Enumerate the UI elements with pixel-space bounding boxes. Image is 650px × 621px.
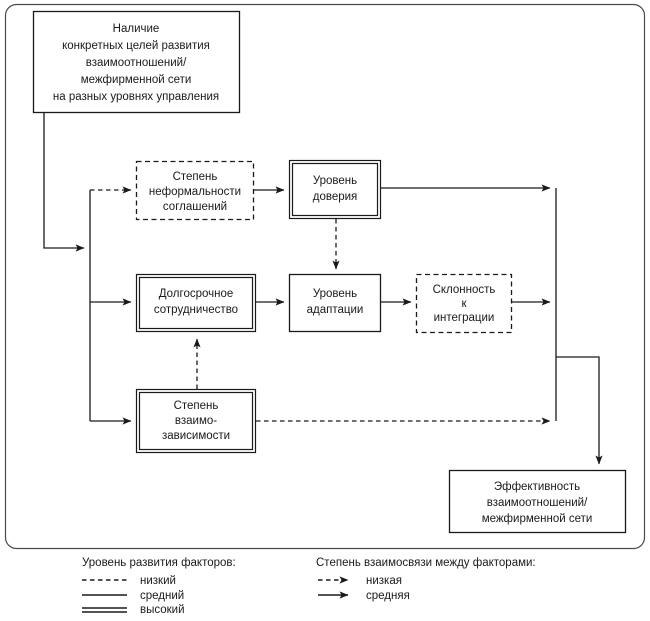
node-integration[interactable]: Склонность к интеграции [415, 273, 513, 334]
node-effectiveness[interactable]: Эффективность взаимоотношений/ межфирмен… [448, 469, 627, 534]
node-informality-line-2: соглашений [163, 201, 227, 213]
node-effectiveness-line-0: Эффективность [494, 481, 580, 493]
node-longterm-cooperation[interactable]: Долгосрочное сотрудничество [135, 273, 257, 333]
node-adaptation[interactable]: Уровень адаптации [288, 273, 382, 333]
node-longterm-line-1: сотрудничество [154, 304, 238, 316]
node-goals-line-2: взаимоотношений/ [86, 57, 187, 69]
connector-goals-to-bus [43, 113, 85, 252]
legend-relation-strength-title: Степень взаимосвязи между факторами: [316, 557, 536, 569]
node-informality-line-1: неформальности [149, 186, 241, 198]
node-goals-line-0: Наличие [113, 23, 160, 35]
node-integration-line-1: к [461, 298, 467, 310]
node-trust-line-1: доверия [313, 191, 358, 203]
node-interdependence-line-1: взаимо- [175, 415, 217, 427]
node-informality-line-0: Степень [173, 171, 218, 183]
connector-layer [43, 113, 603, 465]
legend-factor-levels-label-0: низкий [140, 575, 176, 587]
legend-relation-strength-label-0: низкая [366, 575, 402, 587]
node-trust-line-0: Уровень [313, 175, 357, 187]
node-interdependence-line-2: зависимости [162, 430, 230, 442]
diagram-frame [4, 3, 646, 550]
node-adaptation-line-0: Уровень [313, 288, 357, 300]
legend-factor-levels-title: Уровень развития факторов: [82, 557, 236, 569]
node-adaptation-line-1: адаптации [307, 304, 364, 316]
node-integration-line-0: Склонность [433, 284, 496, 296]
node-goals[interactable]: Наличие конкретных целей развития взаимо… [32, 10, 241, 114]
node-interdependence[interactable]: Степень взаимо- зависимости [135, 388, 257, 454]
node-goals-line-1: конкретных целей развития [62, 40, 210, 52]
node-informality[interactable]: Степень неформальности соглашений [135, 160, 255, 221]
connector-collector-to-effectiveness [556, 356, 603, 465]
legend-factor-levels-label-1: средний [140, 590, 184, 602]
node-trust[interactable]: Уровень доверия [288, 159, 382, 220]
legend-factor-levels-label-2: высокий [140, 604, 185, 616]
legend-relation-strength-label-1: средняя [366, 590, 410, 602]
legend-relation-strength: Степень взаимосвязи между факторами: низ… [316, 557, 536, 602]
node-longterm-line-0: Долгосрочное [159, 288, 234, 300]
node-goals-line-3: межфирменной сети [81, 74, 192, 86]
legend-factor-levels: Уровень развития факторов: низкий средни… [82, 557, 236, 616]
node-effectiveness-line-1: взаимоотношений/ [487, 497, 588, 509]
node-goals-line-4: на разных уровнях управления [53, 91, 219, 103]
node-effectiveness-line-2: межфирменной сети [482, 513, 593, 525]
node-interdependence-line-0: Степень [174, 400, 219, 412]
node-integration-line-2: интеграции [434, 312, 495, 324]
